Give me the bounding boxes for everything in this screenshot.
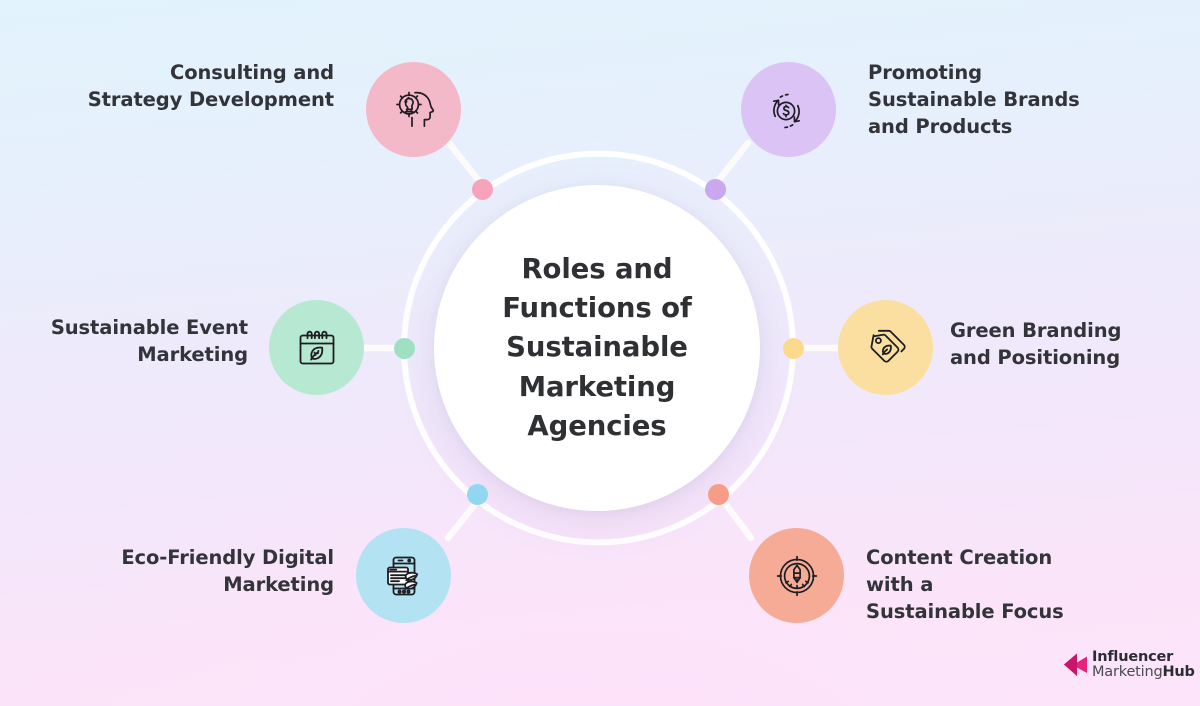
calendar-leaf-icon (293, 324, 341, 372)
node-label-sustainable-event-marketing: Sustainable Event Marketing (50, 316, 248, 366)
spoke-top-left (445, 139, 487, 190)
node-label-consulting-strategy-development: Consulting and Strategy Development (87, 61, 334, 111)
hub-dot-green-branding-positioning (783, 338, 804, 359)
logo-text: Influencer MarketingHub (1092, 649, 1195, 681)
node-circle-sustainable-event-marketing[interactable] (269, 300, 364, 395)
center-hub: Roles and Functions of Sustainable Marke… (434, 185, 760, 511)
spoke-top-right (710, 139, 752, 190)
arc-bottom (401, 345, 796, 546)
page-title: Roles and Functions of Sustainable Marke… (502, 253, 692, 442)
node-circle-eco-friendly-digital-marketing[interactable] (356, 528, 451, 623)
node-circle-consulting-strategy-development[interactable] (366, 62, 461, 157)
hub-dot-sustainable-event-marketing (394, 338, 415, 359)
node-circle-green-branding-positioning[interactable] (838, 300, 933, 395)
arrow-left-mark (1064, 653, 1087, 677)
arc-top (401, 150, 796, 351)
node-label-content-creation-sustainable-focus: Content Creation with a Sustainable Focu… (866, 546, 1064, 623)
node-label-promoting-sustainable-brands: Promoting Sustainable Brands and Product… (868, 61, 1080, 138)
head-gear-strategy-icon (388, 84, 440, 136)
hub-dot-content-creation-sustainable-focus (708, 484, 729, 505)
target-pencil-icon (772, 551, 822, 601)
logo-line-marketinghub: MarketingHub (1092, 665, 1195, 680)
hub-dot-promoting-sustainable-brands (705, 179, 726, 200)
node-label-eco-friendly-digital-marketing: Eco-Friendly Digital Marketing (121, 546, 334, 596)
node-label-green-branding-positioning: Green Branding and Positioning (950, 319, 1122, 369)
node-circle-content-creation-sustainable-focus[interactable] (749, 528, 844, 623)
logo-line-influencer: Influencer (1092, 649, 1174, 665)
smartphone-leaf-icon (379, 551, 429, 601)
node-circle-promoting-sustainable-brands[interactable] (741, 62, 836, 157)
logo-hub-text: Hub (1162, 664, 1195, 681)
price-tag-leaf-icon (861, 323, 911, 373)
spoke-bottom-right (717, 494, 755, 542)
circular-arrows-dollar-icon (764, 85, 814, 135)
hub-dot-consulting-strategy-development (472, 179, 493, 200)
influencer-marketing-hub-logo[interactable]: Influencer MarketingHub (1064, 649, 1195, 681)
hub-dot-eco-friendly-digital-marketing (467, 484, 488, 505)
logo-marketing-text: Marketing (1092, 664, 1163, 681)
